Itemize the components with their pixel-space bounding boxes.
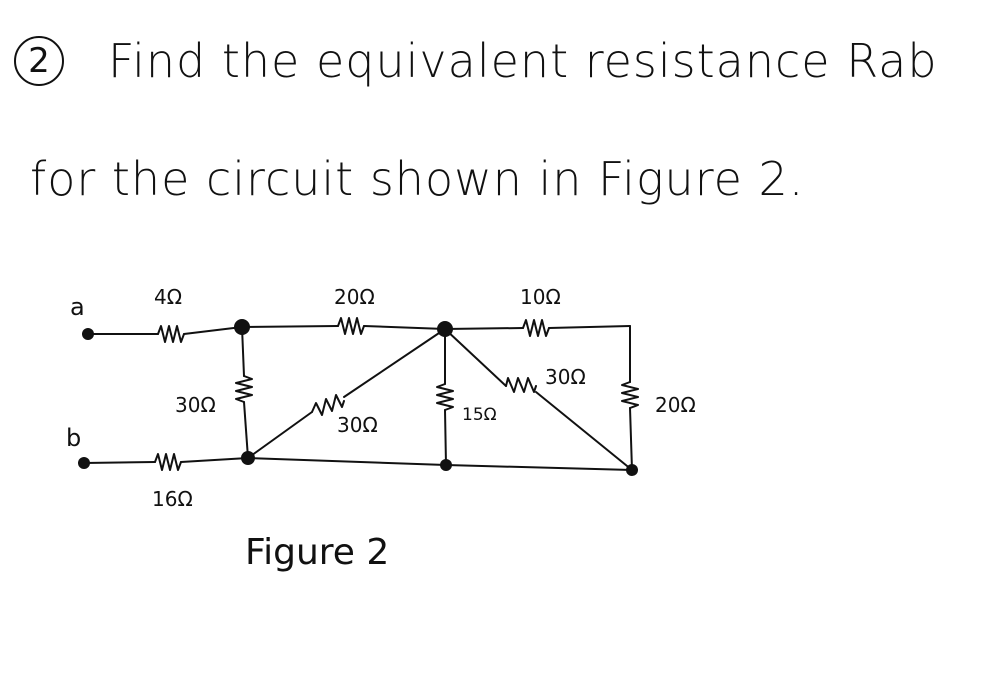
wire-diag-right-bottom bbox=[535, 391, 633, 471]
wire-16ohm-node3 bbox=[180, 457, 249, 463]
label-terminal-a: a bbox=[70, 293, 85, 321]
wire-node1-30ohm bbox=[241, 326, 245, 377]
wire-30ohm-node3 bbox=[243, 401, 249, 459]
wire-diag-node2 bbox=[343, 328, 446, 398]
label-r-20-right: 20Ω bbox=[655, 393, 696, 417]
terminal-a-dot bbox=[82, 328, 94, 340]
terminal-b-dot bbox=[78, 457, 90, 469]
resistor-10ohm-symbol bbox=[522, 319, 550, 337]
figure-caption: Figure 2 bbox=[245, 532, 390, 573]
resistor-30ohm-left-symbol bbox=[235, 375, 253, 403]
label-r-16: 16Ω bbox=[152, 487, 193, 511]
node-3-dot bbox=[241, 451, 255, 465]
wire-node1-20ohm bbox=[241, 325, 339, 328]
label-r-4: 4Ω bbox=[154, 285, 182, 309]
wire-20ohm-node2 bbox=[363, 325, 446, 330]
resistor-20ohm-symbol bbox=[337, 317, 365, 335]
problem-number-text: 2 bbox=[28, 41, 50, 81]
wire-node2-10ohm bbox=[444, 327, 524, 330]
label-r-20-top: 20Ω bbox=[334, 285, 375, 309]
resistor-30ohm-diag-right-symbol bbox=[505, 377, 537, 393]
question-line-2: for the circuit shown in Figure 2. bbox=[30, 152, 805, 206]
label-r-10: 10Ω bbox=[520, 285, 561, 309]
wire-right-bottom bbox=[629, 407, 633, 471]
resistor-15ohm-symbol bbox=[436, 383, 454, 411]
wire-node2-diag-right bbox=[444, 328, 507, 387]
node-4-dot bbox=[440, 459, 452, 471]
node-1-dot bbox=[234, 319, 250, 335]
label-r-30-left: 30Ω bbox=[175, 393, 216, 417]
label-r-30-diag-right: 30Ω bbox=[545, 365, 586, 389]
wire-node3-diag bbox=[247, 411, 313, 459]
wire-10ohm-right bbox=[548, 325, 631, 329]
wire-b-16ohm bbox=[83, 461, 156, 464]
problem-number: 2 bbox=[14, 36, 64, 86]
node-5-dot bbox=[626, 464, 638, 476]
label-r-15: 15Ω bbox=[462, 405, 497, 425]
wire-bottom-node3-node4 bbox=[247, 457, 447, 466]
label-r-30-diag-left: 30Ω bbox=[337, 413, 378, 437]
wire-15ohm-node4 bbox=[444, 409, 447, 466]
resistor-4ohm-symbol bbox=[157, 325, 185, 343]
question-line-1: Find the equivalent resistance Rab bbox=[108, 34, 938, 88]
resistor-20ohm-right-symbol bbox=[621, 381, 639, 409]
resistor-30ohm-diag-left-symbol bbox=[311, 394, 345, 416]
wire-4ohm-node1 bbox=[183, 326, 243, 335]
resistor-16ohm-symbol bbox=[154, 453, 182, 471]
label-terminal-b: b bbox=[66, 424, 81, 452]
wire-bottom-node4-right bbox=[445, 464, 633, 471]
node-2-dot bbox=[437, 321, 453, 337]
